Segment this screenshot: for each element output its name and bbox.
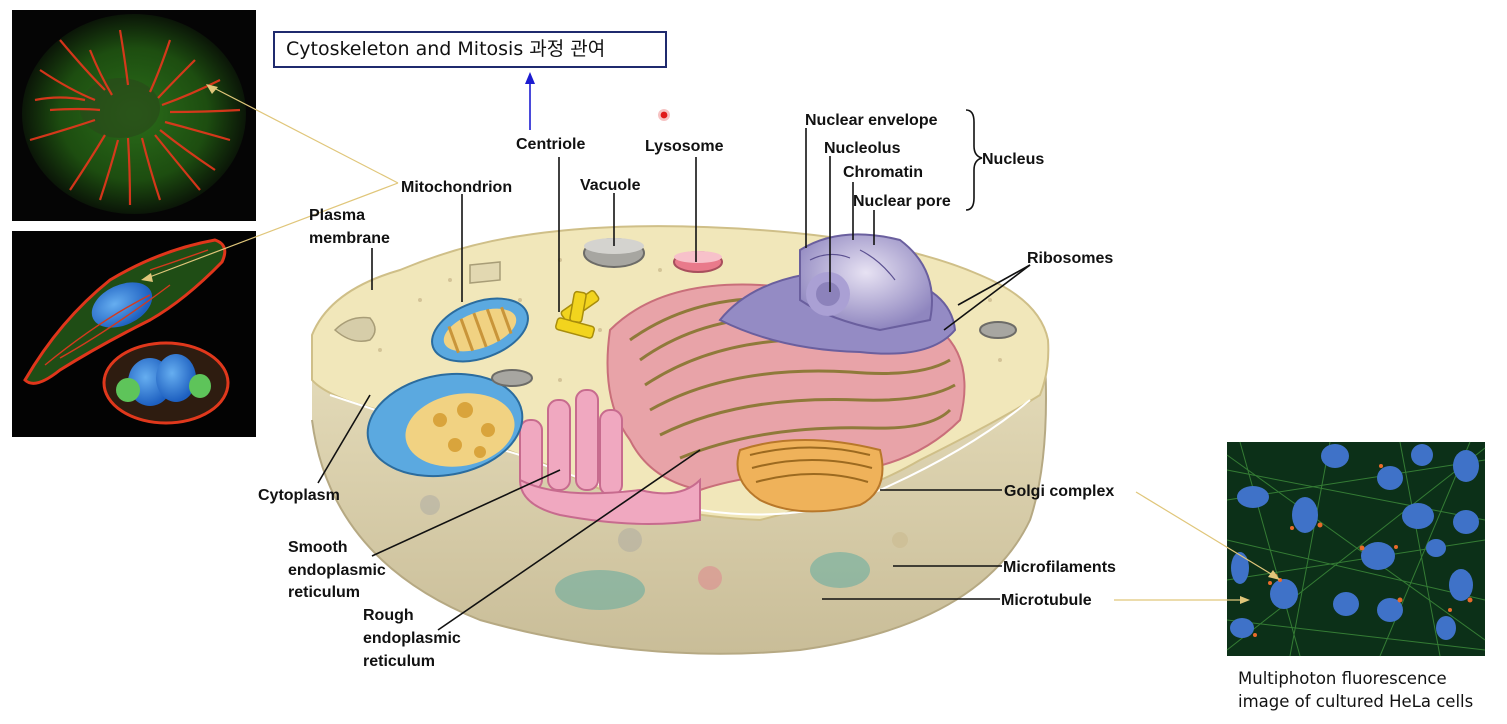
title-box: Cytoskeleton and Mitosis 과정 관여 xyxy=(273,31,667,68)
label-nucleolus: Nucleolus xyxy=(824,140,901,157)
mitochondrion-shape xyxy=(366,297,529,478)
label-nuclear-pore: Nuclear pore xyxy=(853,193,951,210)
label-plasma-membrane-2: membrane xyxy=(309,230,390,247)
label-microfilaments: Microfilaments xyxy=(1003,559,1116,576)
title-arrow xyxy=(525,72,535,130)
label-cytoplasm: Cytoplasm xyxy=(258,487,340,504)
leader-lines xyxy=(317,109,1031,631)
label-rough-er-1: Rough xyxy=(363,607,414,624)
label-smooth-er-2: endoplasmic xyxy=(288,562,386,579)
label-smooth-er-3: reticulum xyxy=(288,584,360,601)
pointer-lines xyxy=(146,86,1277,601)
label-rough-er-3: reticulum xyxy=(363,653,435,670)
label-nucleus: Nucleus xyxy=(982,151,1044,168)
caption-line-1: Multiphoton fluorescence xyxy=(1238,669,1447,688)
label-nuclear-envelope: Nuclear envelope xyxy=(805,112,938,129)
label-centriole: Centriole xyxy=(516,136,585,153)
micrograph-mitochondria-2 xyxy=(12,231,256,437)
title-text: Cytoskeleton and Mitosis 과정 관여 xyxy=(286,38,606,60)
label-rough-er-2: endoplasmic xyxy=(363,630,461,647)
label-mitochondrion: Mitochondrion xyxy=(401,179,512,196)
caption-line-2: image of cultured HeLa cells xyxy=(1238,692,1473,711)
label-golgi-complex: Golgi complex xyxy=(1004,483,1114,500)
micrograph-hela-cells xyxy=(1226,441,1486,657)
micrograph-mitochondria-1 xyxy=(12,10,256,221)
label-chromatin: Chromatin xyxy=(843,164,923,181)
label-plasma-membrane-1: Plasma xyxy=(309,207,365,224)
label-lysosome: Lysosome xyxy=(645,138,724,155)
label-ribosomes: Ribosomes xyxy=(1027,250,1113,267)
label-microtubule: Microtubule xyxy=(1001,592,1092,609)
label-vacuole: Vacuole xyxy=(580,177,641,194)
label-smooth-er-1: Smooth xyxy=(288,539,348,556)
animal-cell xyxy=(311,225,1050,655)
pointer-dot xyxy=(658,109,670,121)
